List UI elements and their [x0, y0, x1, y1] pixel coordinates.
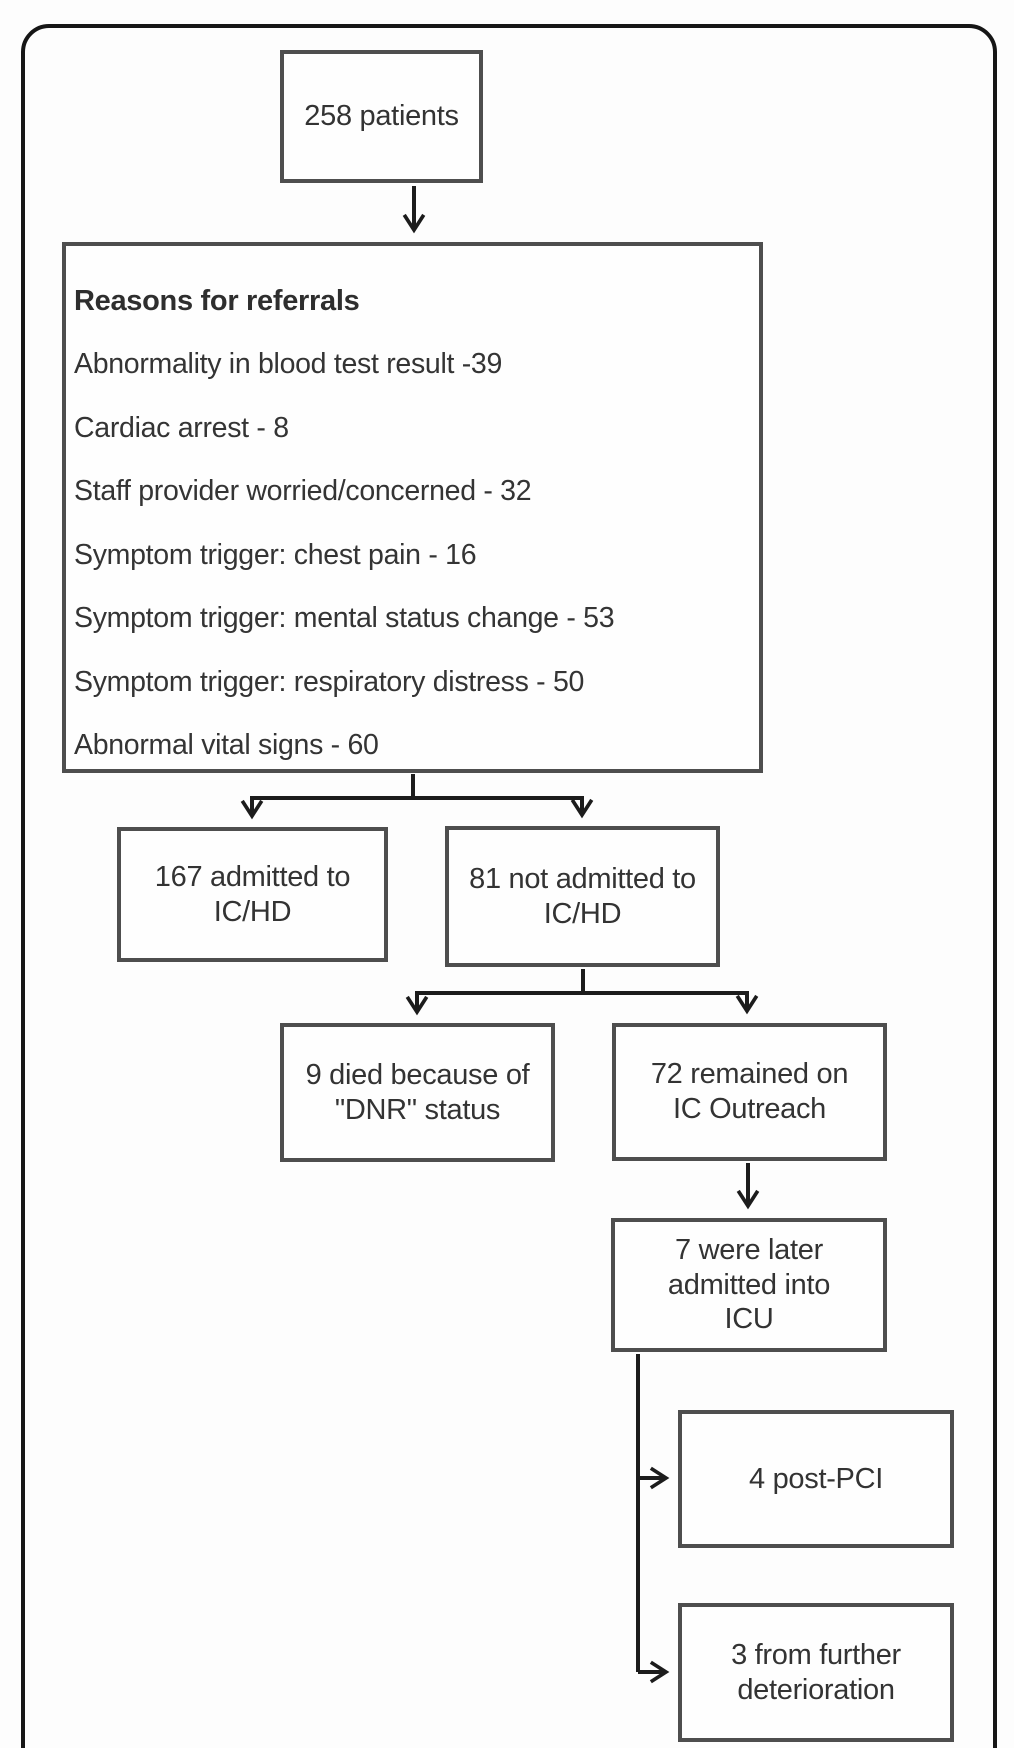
- node-258-patients-label: 258 patients: [304, 100, 459, 133]
- node-72-remained: 72 remained on IC Outreach: [612, 1023, 887, 1161]
- node-81-not-admitted-label: 81 not admitted to IC/HD: [469, 862, 696, 930]
- reason-item: Symptom trigger: chest pain - 16: [74, 538, 477, 571]
- node-reasons-for-referrals: Reasons for referrals Abnormality in blo…: [62, 242, 763, 773]
- reason-item: Staff provider worried/concerned - 32: [74, 475, 532, 507]
- node-72-remained-label: 72 remained on IC Outreach: [650, 1058, 849, 1125]
- reason-item: Abnormal vital signs - 60: [74, 729, 379, 761]
- reason-item: Cardiac arrest - 8: [74, 411, 289, 444]
- reason-item: Symptom trigger: mental status change - …: [74, 602, 615, 634]
- node-258-patients: 258 patients: [280, 50, 483, 183]
- reason-item: Abnormality in blood test result -39: [74, 348, 503, 380]
- node-167-admitted-label: 167 admitted to IC/HD: [154, 860, 351, 928]
- node-4-post-pci: 4 post-PCI: [678, 1410, 954, 1548]
- reason-item: Symptom trigger: respiratory distress - …: [74, 665, 585, 698]
- node-4-post-pci-label: 4 post-PCI: [749, 1462, 883, 1495]
- node-9-died-dnr-label: 9 died because of "DNR" status: [305, 1058, 530, 1126]
- node-7-later-icu-label: 7 were later admitted into ICU: [667, 1233, 831, 1336]
- node-3-deterioration: 3 from further deterioration: [678, 1603, 954, 1742]
- figure-frame: [21, 24, 997, 1748]
- node-167-admitted: 167 admitted to IC/HD: [117, 827, 388, 962]
- node-81-not-admitted: 81 not admitted to IC/HD: [445, 826, 720, 967]
- node-9-died-dnr: 9 died because of "DNR" status: [280, 1023, 555, 1162]
- node-3-deterioration-label: 3 from further deterioration: [731, 1638, 901, 1706]
- reasons-title: Reasons for referrals: [74, 285, 360, 317]
- node-7-later-icu: 7 were later admitted into ICU: [611, 1218, 887, 1352]
